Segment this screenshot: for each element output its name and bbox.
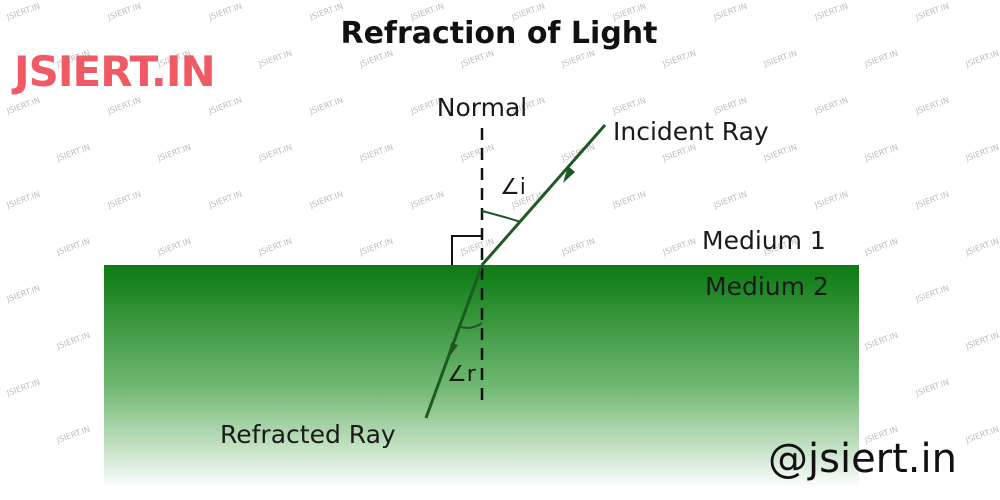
- watermark-stamp: JSIERT.IN: [459, 143, 496, 164]
- right-angle-marker: [451, 235, 482, 265]
- watermark-stamp: JSIERT.IN: [914, 96, 951, 117]
- watermark-stamp: JSIERT.IN: [358, 49, 395, 70]
- watermark-stamp: JSIERT.IN: [914, 2, 951, 23]
- refracted-ray-line: [424, 264, 484, 419]
- brand-logo-text: JSIERT.IN: [11, 47, 215, 96]
- watermark-stamp: JSIERT.IN: [106, 190, 143, 211]
- diagram-title: Refraction of Light: [340, 16, 657, 51]
- watermark-stamp: JSIERT.IN: [5, 2, 42, 23]
- watermark-stamp: JSIERT.IN: [560, 143, 597, 164]
- watermark-stamp: JSIERT.IN: [863, 237, 900, 258]
- watermark-stamp: JSIERT.IN: [308, 96, 345, 117]
- watermark-stamp: JSIERT.IN: [5, 284, 42, 305]
- watermark-stamp: JSIERT.IN: [964, 237, 1000, 258]
- refracted-ray-arrowhead: [447, 343, 458, 360]
- watermark-stamp: JSIERT.IN: [257, 49, 294, 70]
- watermark-stamp: JSIERT.IN: [964, 425, 1000, 446]
- watermark-stamp: JSIERT.IN: [5, 378, 42, 399]
- incident-ray-label: Incident Ray: [613, 117, 769, 146]
- watermark-stamp: JSIERT.IN: [308, 190, 345, 211]
- watermark-stamp: JSIERT.IN: [156, 237, 193, 258]
- watermark-stamp: JSIERT.IN: [914, 190, 951, 211]
- watermark-stamp: JSIERT.IN: [964, 331, 1000, 352]
- watermark-stamp: JSIERT.IN: [813, 2, 850, 23]
- watermark-stamp: JSIERT.IN: [308, 2, 345, 23]
- watermark-stamp: JSIERT.IN: [813, 190, 850, 211]
- watermark-stamp: JSIERT.IN: [964, 143, 1000, 164]
- normal-label: Normal: [437, 93, 527, 122]
- watermark-stamp: JSIERT.IN: [661, 237, 698, 258]
- watermark-stamp: JSIERT.IN: [611, 190, 648, 211]
- watermark-stamp: JSIERT.IN: [914, 284, 951, 305]
- medium-1-label: Medium 1: [702, 226, 826, 255]
- watermark-stamp: JSIERT.IN: [813, 96, 850, 117]
- watermark-stamp: JSIERT.IN: [207, 96, 244, 117]
- watermark-stamp: JSIERT.IN: [257, 237, 294, 258]
- watermark-stamp: JSIERT.IN: [409, 190, 446, 211]
- watermark-stamp: JSIERT.IN: [257, 143, 294, 164]
- watermark-stamp: JSIERT.IN: [55, 237, 92, 258]
- angle-incidence-arc: [481, 210, 522, 223]
- angle-refraction-label: ∠r: [447, 362, 477, 387]
- medium-2-label: Medium 2: [705, 272, 829, 301]
- watermark-stamp: JSIERT.IN: [207, 2, 244, 23]
- watermark-stamp: JSIERT.IN: [914, 378, 951, 399]
- watermark-stamp: JSIERT.IN: [863, 49, 900, 70]
- watermark-stamp: JSIERT.IN: [459, 49, 496, 70]
- watermark-stamp: JSIERT.IN: [207, 190, 244, 211]
- watermark-stamp: JSIERT.IN: [762, 49, 799, 70]
- refracted-ray-label: Refracted Ray: [220, 420, 396, 449]
- incident-ray-arrowhead: [563, 166, 575, 183]
- angle-incidence-label: ∠i: [500, 175, 526, 200]
- watermark-stamp: JSIERT.IN: [560, 49, 597, 70]
- social-handle-text: @jsiert.in: [768, 436, 957, 482]
- watermark-stamp: JSIERT.IN: [358, 237, 395, 258]
- watermark-stamp: JSIERT.IN: [106, 96, 143, 117]
- watermark-stamp: JSIERT.IN: [964, 49, 1000, 70]
- watermark-stamp: JSIERT.IN: [712, 96, 749, 117]
- watermark-stamp: JSIERT.IN: [712, 2, 749, 23]
- watermark-stamp: JSIERT.IN: [863, 331, 900, 352]
- incident-ray-line: [480, 124, 607, 266]
- watermark-stamp: JSIERT.IN: [712, 190, 749, 211]
- watermark-stamp: JSIERT.IN: [560, 237, 597, 258]
- watermark-stamp: JSIERT.IN: [863, 143, 900, 164]
- watermark-stamp: JSIERT.IN: [55, 425, 92, 446]
- watermark-stamp: JSIERT.IN: [106, 2, 143, 23]
- watermark-stamp: JSIERT.IN: [611, 96, 648, 117]
- watermark-stamp: JSIERT.IN: [661, 49, 698, 70]
- watermark-stamp: JSIERT.IN: [156, 143, 193, 164]
- watermark-stamp: JSIERT.IN: [55, 331, 92, 352]
- watermark-stamp: JSIERT.IN: [55, 143, 92, 164]
- watermark-stamp: JSIERT.IN: [358, 143, 395, 164]
- watermark-stamp: JSIERT.IN: [5, 190, 42, 211]
- watermark-stamp: JSIERT.IN: [5, 96, 42, 117]
